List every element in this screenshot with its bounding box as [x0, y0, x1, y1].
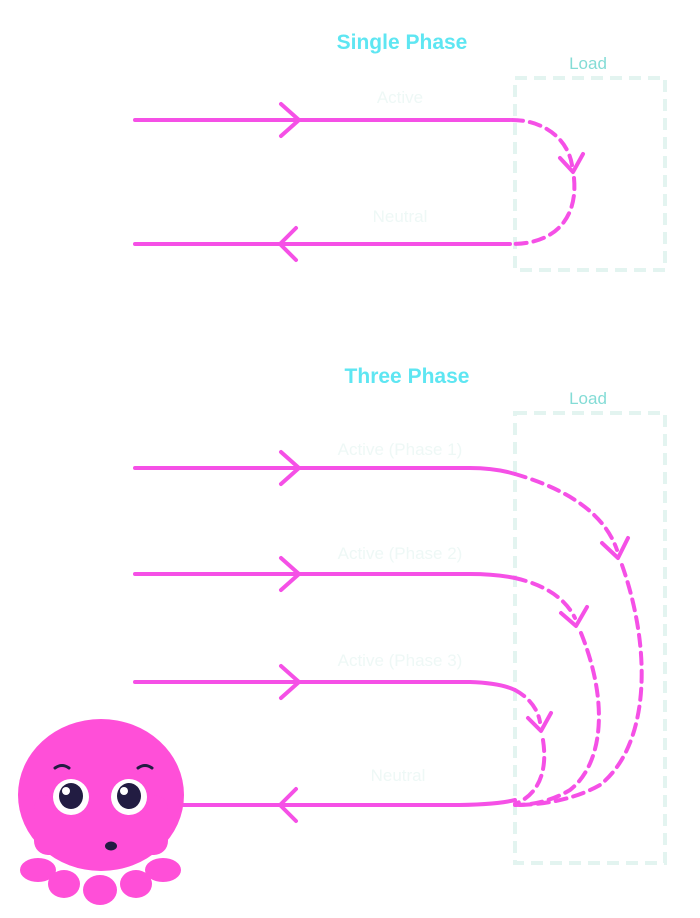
phase2-load-arrow-icon: [559, 605, 589, 628]
phase1-arrow-icon: [279, 450, 301, 486]
three-phase-neutral-arrow-icon: [278, 787, 298, 823]
phase1-bend: [468, 466, 517, 476]
single-phase-section: Single Phase Load Active Neutral: [133, 31, 667, 272]
phase3-load-curve-in: [513, 688, 542, 724]
phase1-load-curve-in: [513, 472, 619, 552]
three-phase-title: Three Phase: [345, 365, 470, 388]
three-phase-neutral-wire: [173, 798, 517, 807]
phase1-load-arrow-icon: [600, 536, 630, 560]
three-phase-section: Three Phase Load Active (Phase 1) Active…: [133, 365, 667, 865]
phase1-label: Active (Phase 1): [338, 440, 463, 459]
phase3-arrow-icon: [279, 664, 301, 700]
phase2-arrow-icon: [279, 556, 301, 592]
single-phase-load-arrow-icon: [558, 152, 585, 174]
single-phase-active-label: Active: [377, 88, 423, 107]
single-phase-neutral-arrow-icon: [278, 226, 298, 262]
phase1-load-curve-out: [513, 563, 644, 807]
phase3-load-arrow-icon: [526, 711, 553, 733]
phase3-bend: [468, 680, 517, 692]
single-phase-load-curve-in: [510, 118, 574, 167]
three-phase-load-box: [513, 411, 667, 865]
three-phase-load-label: Load: [569, 389, 607, 408]
single-phase-load-curve-out: [510, 176, 577, 246]
phase2-bend: [468, 572, 517, 580]
phase3-load-curve-out: [513, 738, 547, 806]
three-phase-neutral-label: Neutral: [371, 766, 426, 785]
phase3-label: Active (Phase 3): [338, 651, 463, 670]
single-phase-active-arrow-icon: [279, 102, 301, 138]
single-phase-title: Single Phase: [337, 31, 468, 54]
phase2-label: Active (Phase 2): [338, 544, 463, 563]
single-phase-neutral-label: Neutral: [373, 207, 428, 226]
octopus-mascot-icon: [18, 719, 184, 905]
phase2-load-curve-out: [513, 631, 601, 807]
phase2-load-curve-in: [513, 576, 577, 620]
mascot-eyes: [53, 779, 147, 815]
single-phase-load-label: Load: [569, 54, 607, 73]
